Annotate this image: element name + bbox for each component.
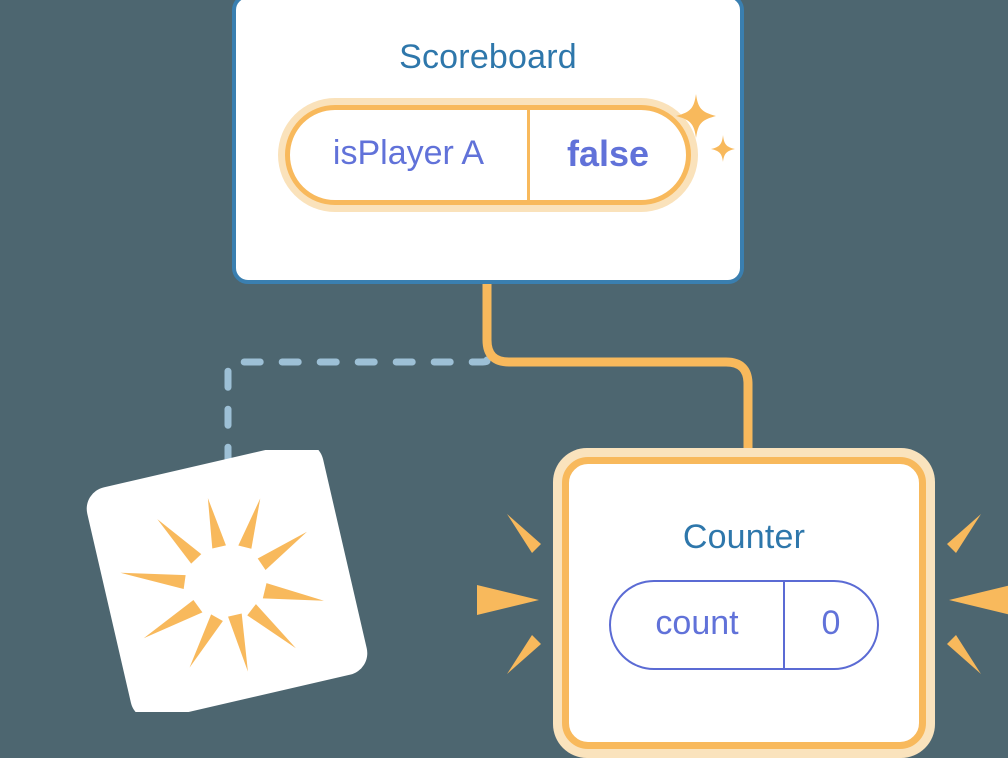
ray-left-mid [477, 585, 539, 615]
counter-state-pill[interactable]: count 0 [609, 580, 879, 670]
burst-card-graphic [86, 442, 368, 720]
scoreboard-card[interactable]: Scoreboard isPlayer A false [232, 0, 744, 284]
scoreboard-state-pill-inner: isPlayer A false [285, 105, 691, 205]
solid-connector-to-counter [482, 282, 753, 466]
burst-rays [120, 498, 324, 672]
ray-left-top [507, 514, 541, 553]
counter-card[interactable]: Counter count 0 [553, 448, 935, 758]
scoreboard-state-value: false [566, 132, 650, 174]
dashed-connector-to-burst-card [224, 280, 491, 504]
ray-right-mid [949, 585, 1008, 615]
burst-card-surface [86, 442, 368, 720]
scoreboard-state-pill[interactable]: isPlayer A false [278, 98, 698, 212]
counter-state-key: count [611, 582, 785, 668]
sparkle-large-icon [676, 94, 716, 138]
counter-state-value: 0 [821, 603, 841, 642]
ray-left-bottom [507, 635, 541, 674]
ray-right-top [947, 514, 981, 553]
counter-title: Counter [682, 518, 806, 556]
scoreboard-state-key: isPlayer A [290, 110, 530, 200]
burst-card [82, 442, 372, 720]
sparkle-small-icon [711, 135, 735, 162]
scoreboard-title: Scoreboard [399, 38, 577, 76]
sparkle-icon-group [676, 94, 735, 162]
ray-right-bottom [947, 635, 981, 674]
counter-card-inner: Counter count 0 [562, 457, 926, 749]
